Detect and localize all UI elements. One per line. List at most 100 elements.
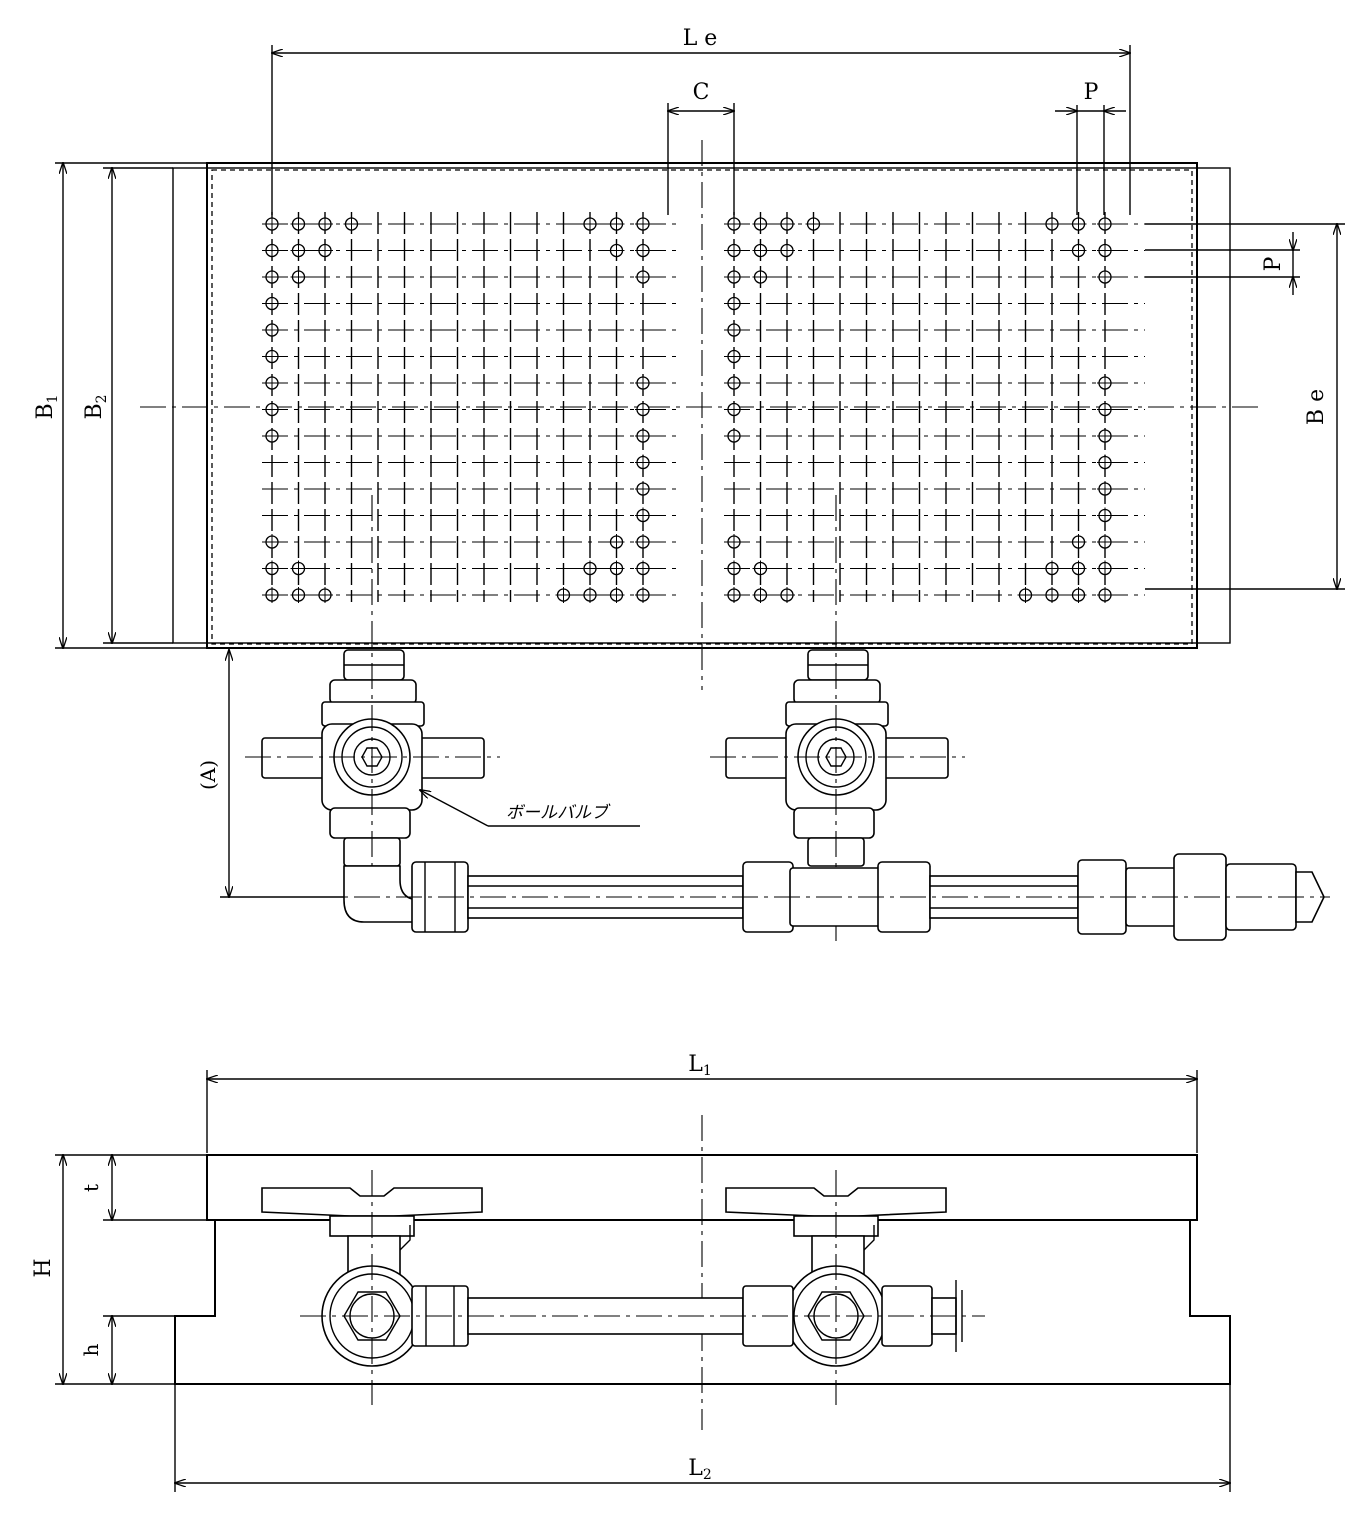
p-side-label: P: [1261, 256, 1286, 271]
c-dimension: [668, 103, 734, 215]
pole-hole: [726, 242, 742, 259]
be-dimension: [1145, 224, 1345, 589]
pole-hole: [726, 375, 742, 391]
pole-hole: [1070, 242, 1087, 259]
pole-hole: [635, 481, 651, 497]
pole-hole: [1097, 454, 1113, 471]
pole-hole: [635, 507, 651, 524]
h-base-label: h: [79, 1343, 103, 1356]
a-label: (A): [196, 760, 220, 790]
pole-hole: [752, 587, 769, 603]
pole-hole: [1097, 269, 1113, 285]
pole-hole: [726, 401, 742, 418]
be-label: B e: [1304, 389, 1329, 425]
l2-label: L2: [688, 1456, 712, 1483]
pole-hole: [290, 269, 307, 285]
pole-hole: [1097, 401, 1113, 418]
pole-hole: [317, 587, 333, 603]
pole-hole: [635, 428, 651, 444]
pole-hole: [726, 322, 742, 338]
pole-hole: [582, 216, 598, 232]
piping-side: [300, 1280, 985, 1352]
pole-hole: [726, 295, 742, 312]
pole-hole: [779, 216, 795, 232]
pole-hole: [264, 534, 280, 550]
pole-hole: [264, 560, 280, 577]
pole-hole: [264, 269, 280, 285]
l2-dimension: [175, 1384, 1230, 1492]
h-base-dimension: [103, 1316, 175, 1384]
pole-hole: [1044, 216, 1060, 232]
pole-hole: [1070, 560, 1087, 577]
pole-hole: [635, 216, 651, 232]
pole-hole: [608, 534, 625, 550]
h-total-label: H: [31, 1258, 56, 1277]
b1-label: B1: [33, 394, 61, 419]
pole-hole: [635, 401, 651, 418]
pole-hole: [635, 534, 651, 550]
pole-hole: [726, 428, 742, 444]
pole-hole: [779, 587, 795, 603]
pole-hole: [1097, 242, 1113, 259]
pole-hole: [1097, 560, 1113, 577]
b2-dimension: [103, 168, 173, 643]
pole-hole: [608, 242, 625, 259]
pole-hole-markers: [264, 216, 1113, 603]
valve-side-left: [261, 1170, 483, 1405]
pole-hole: [726, 587, 742, 603]
ball-valve-label: ボールバルブ: [506, 803, 611, 823]
l1-label: L1: [688, 1052, 712, 1079]
pole-hole: [752, 242, 769, 259]
p-top-label: P: [1084, 80, 1099, 105]
pole-hole: [1070, 216, 1087, 232]
pole-hole: [1097, 534, 1113, 550]
pole-hole: [635, 560, 651, 577]
pole-hole: [264, 242, 280, 259]
le-dimension: [272, 45, 1130, 215]
pole-hole: [264, 587, 280, 603]
elevation-view: L1: [31, 1052, 1231, 1492]
pole-hole: [264, 295, 280, 312]
b2-label: B2: [82, 394, 110, 419]
pole-hole: [608, 587, 625, 603]
pole-hole: [1097, 481, 1113, 497]
l1-dimension: [207, 1070, 1197, 1153]
plan-view: L e C P P B e B1 B2 (A) ボールバルブ: [33, 26, 1345, 945]
pole-hole: [1097, 216, 1113, 232]
pole-hole: [264, 322, 280, 338]
pole-hole: [1070, 534, 1087, 550]
pole-hole: [290, 587, 307, 603]
pole-hole: [290, 216, 307, 232]
pole-hole: [779, 242, 795, 259]
pole-hole: [726, 269, 742, 285]
pole-hole: [726, 560, 742, 577]
pole-hole: [635, 454, 651, 471]
pole-hole: [635, 269, 651, 285]
pole-hole: [1097, 375, 1113, 391]
pole-hole: [317, 242, 333, 259]
pole-hole: [608, 560, 625, 577]
pole-hole: [752, 269, 769, 285]
pole-hole: [343, 216, 360, 232]
pole-hole: [582, 587, 598, 603]
c-label: C: [693, 80, 710, 105]
pole-hole: [264, 375, 280, 391]
pole-hole: [1097, 428, 1113, 444]
t-dimension: [103, 1155, 207, 1220]
pole-hole: [555, 587, 572, 603]
pole-hole: [726, 534, 742, 550]
p-top-dimension: [1055, 105, 1126, 215]
b1-dimension: [55, 163, 207, 648]
ball-valve-left: [245, 495, 500, 905]
pole-hole: [1017, 587, 1034, 603]
pole-hole: [726, 348, 742, 365]
pole-hole: [726, 216, 742, 232]
pole-hole: [608, 216, 625, 232]
h-total-dimension: [55, 1155, 207, 1384]
pole-hole: [635, 587, 651, 603]
pole-hole: [290, 560, 307, 577]
pole-hole: [264, 401, 280, 418]
ball-valve-leader: [420, 790, 640, 827]
p-side-dimension: [1145, 232, 1300, 295]
